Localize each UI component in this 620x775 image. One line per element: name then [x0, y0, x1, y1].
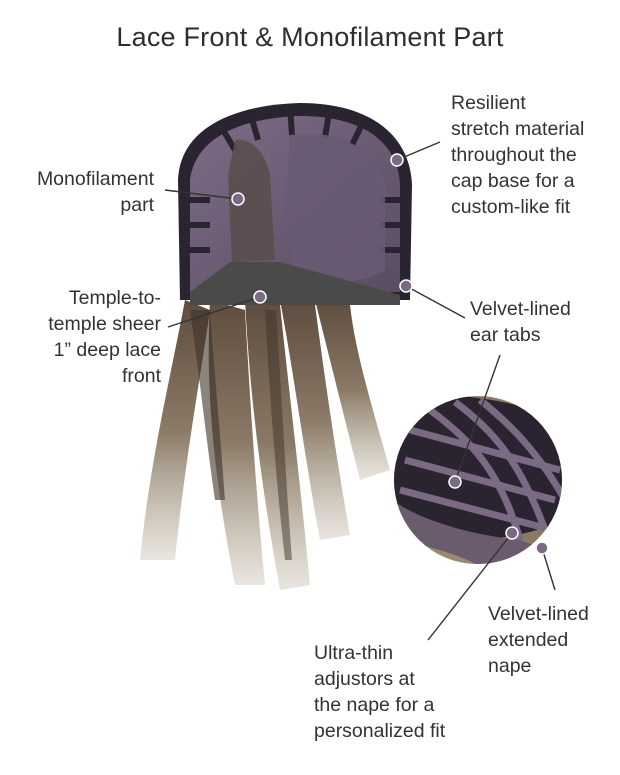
label-line: stretch material [451, 118, 585, 140]
nape-inset [392, 394, 564, 566]
label-line: temple sheer [48, 313, 161, 335]
label-line: Resilient [451, 92, 526, 114]
marker-stretch [390, 153, 404, 167]
label-line: Temple-to- [68, 287, 161, 309]
marker-ear-tabs [399, 279, 413, 293]
label-lace-front: Temple-to- temple sheer 1” deep lace fro… [48, 285, 161, 389]
label-monofilament-part: Monofilament part [37, 166, 154, 218]
label-line: Velvet-lined [470, 298, 571, 320]
marker-lace [253, 290, 267, 304]
label-line: adjustors at [314, 668, 415, 690]
monofilament-part-area [228, 139, 275, 262]
lace-front-area [190, 262, 400, 305]
label-line: Ultra-thin [314, 642, 394, 664]
marker-nape [535, 541, 549, 555]
label-line: personalized fit [314, 720, 446, 742]
label-line: Velvet-lined [488, 603, 589, 625]
label-stretch-material: Resilient stretch material throughout th… [451, 90, 584, 220]
label-line: 1” deep lace [53, 339, 161, 361]
marker-monofilament [231, 192, 245, 206]
stretch-bands [182, 105, 410, 253]
label-line: the nape for a [314, 694, 435, 716]
marker-inset-ear-tab [448, 475, 462, 489]
label-line: front [121, 365, 161, 387]
label-adjustors: Ultra-thin adjustors at the nape for a p… [314, 640, 445, 744]
label-line: throughout the [451, 144, 577, 166]
label-line: custom-like fit [451, 196, 571, 218]
label-extended-nape: Velvet-lined extended nape [488, 601, 589, 679]
wig-cap [178, 103, 412, 305]
marker-adjustors [505, 526, 519, 540]
leader-lines [164, 141, 556, 641]
diagram-title: Lace Front & Monofilament Part [116, 22, 504, 52]
callout-markers [231, 153, 549, 555]
label-line: part [120, 194, 154, 216]
label-ear-tabs: Velvet-lined ear tabs [470, 296, 571, 348]
label-line: extended [488, 629, 569, 651]
label-line: cap base for a [451, 170, 575, 192]
label-line: nape [488, 655, 532, 677]
hair-strands [140, 300, 390, 590]
label-line: Monofilament [36, 168, 154, 190]
label-line: ear tabs [470, 324, 541, 346]
